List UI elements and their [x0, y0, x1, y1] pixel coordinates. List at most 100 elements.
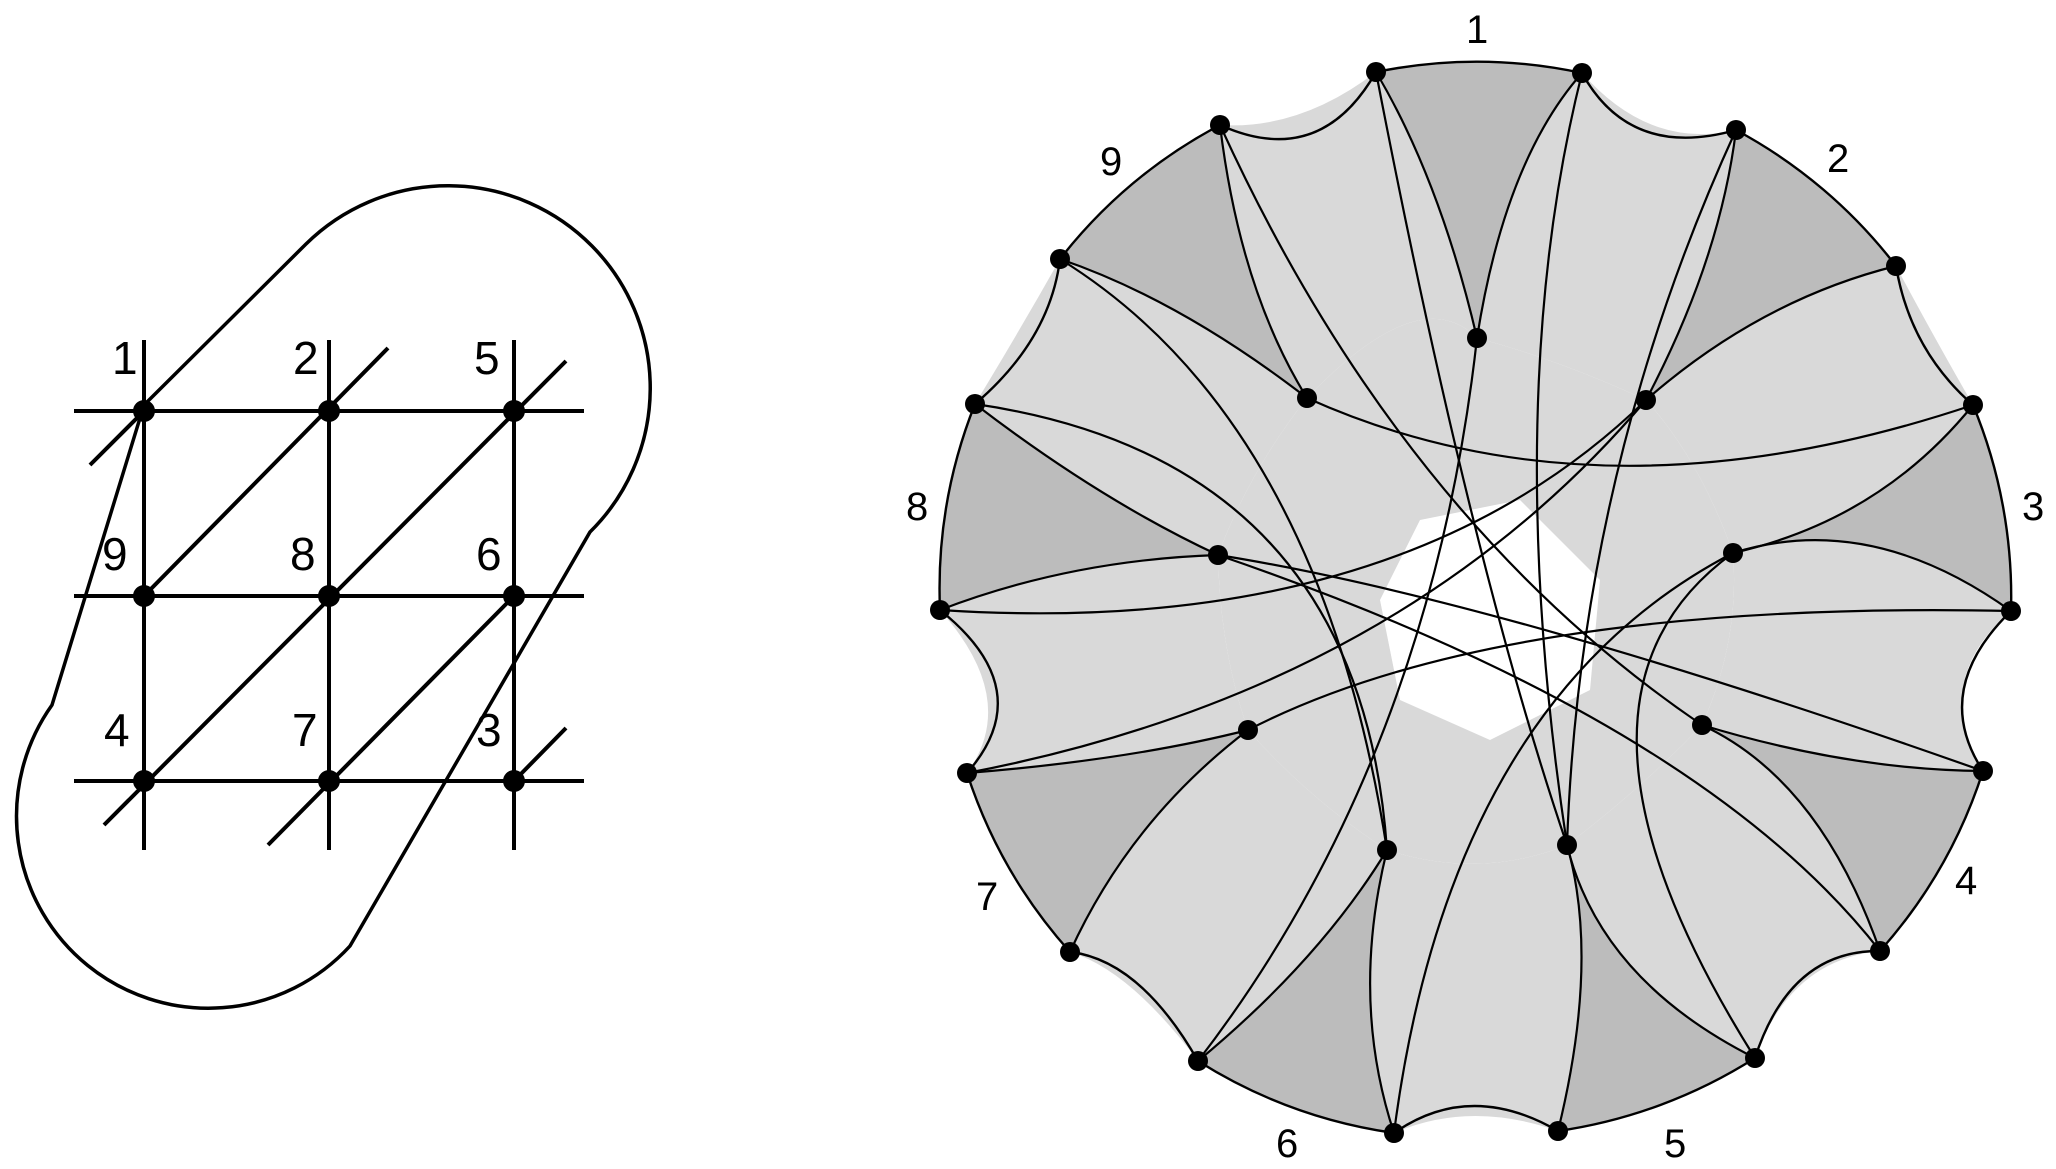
inner-node — [1208, 545, 1228, 565]
grid-label: 8 — [290, 528, 316, 580]
strand-curve — [1059, 258, 1389, 851]
strand-curve — [1375, 71, 1479, 339]
circle-label: 9 — [1100, 140, 1122, 184]
inner-node — [1723, 543, 1743, 563]
dark-region — [1198, 850, 1394, 1133]
dark-region — [1376, 61, 1582, 339]
strand-curve — [1701, 724, 1882, 952]
boundary-scallop — [1894, 265, 1974, 406]
strand-curve — [1565, 844, 1756, 1059]
boundary-arc — [1735, 128, 1897, 267]
strand-curve — [1645, 129, 1738, 401]
circle-strands — [939, 71, 2012, 1134]
grid-label: 5 — [474, 332, 500, 384]
outer-node — [957, 763, 977, 783]
strand-curve — [1068, 729, 1249, 953]
boundary-arc — [1059, 123, 1221, 260]
boundary-arc — [1197, 1059, 1395, 1135]
boundary-arc — [1879, 770, 1985, 952]
circle-nodes — [930, 62, 2021, 1143]
strand-curve — [1217, 553, 1984, 773]
circle-label: 3 — [2022, 485, 2044, 529]
dark-region — [1733, 405, 2012, 611]
outer-node — [1870, 941, 1890, 961]
grid-node — [503, 400, 525, 422]
boundary-arc — [1375, 60, 1583, 75]
grid-label: 6 — [476, 528, 502, 580]
outer-node — [1963, 395, 1983, 415]
dark-region — [1702, 725, 1983, 951]
light-region — [1070, 730, 1387, 1061]
grid-label: 9 — [102, 528, 128, 580]
boundary-scallop — [1219, 71, 1378, 141]
strand-curve — [1218, 124, 1703, 726]
boundary-scallop — [1960, 610, 2012, 772]
outer-node — [2001, 601, 2021, 621]
grid-node — [318, 400, 340, 422]
outer-node — [965, 394, 985, 414]
circle-label: 5 — [1664, 1122, 1686, 1166]
dark-region — [1558, 845, 1755, 1131]
outer-node — [1973, 761, 1993, 781]
strand-curve — [1565, 129, 1737, 846]
outer-node — [1210, 115, 1230, 135]
outer-node — [1745, 1048, 1765, 1068]
inner-node — [1692, 715, 1712, 735]
boundary-arc — [1971, 404, 2013, 612]
boundary-arc — [1557, 1056, 1756, 1133]
light-region — [975, 259, 1307, 555]
strand-curve — [1374, 71, 1569, 846]
grid-node — [133, 585, 155, 607]
strand-curve — [974, 402, 1389, 851]
outer-node — [1548, 1121, 1568, 1141]
strand-curve — [1217, 553, 1881, 952]
grid-labels: 1 2 5 9 8 6 4 7 3 — [102, 332, 502, 756]
grid-label: 1 — [112, 332, 138, 384]
grid-nodes — [133, 400, 525, 792]
circle-boundary — [938, 60, 2013, 1135]
outer-node — [1886, 256, 1906, 276]
strand-curve — [1645, 264, 1897, 401]
strand-curve — [966, 728, 1249, 775]
circle-labels: 1 2 3 4 5 6 7 8 9 — [906, 8, 2044, 1166]
grid-node — [133, 770, 155, 792]
strand-curve — [974, 403, 1219, 556]
grid-label: 2 — [293, 332, 319, 384]
grid-node — [503, 585, 525, 607]
strand-curve — [1732, 539, 2012, 612]
boundary-scallop — [974, 258, 1062, 405]
strand-curve — [1306, 396, 1974, 467]
grid-boundary-curve — [14, 184, 652, 1010]
strand-curve — [1392, 552, 1734, 1134]
circle-label: 2 — [1827, 137, 1849, 181]
strand-curve — [1475, 72, 1583, 339]
center-core-region — [1380, 500, 1600, 740]
circle-label: 7 — [976, 875, 998, 919]
outer-node — [1366, 62, 1386, 82]
strand-curve — [1218, 124, 1308, 399]
grid-label: 3 — [476, 704, 502, 756]
boundary-scallop — [1753, 949, 1881, 1059]
dark-region — [967, 730, 1248, 952]
outer-node — [1572, 63, 1592, 83]
strand-curve — [1197, 337, 1479, 1062]
outer-node — [930, 600, 950, 620]
dark-region — [1646, 130, 1896, 400]
inner-node — [1377, 840, 1397, 860]
boundary-scallop — [939, 609, 999, 774]
light-region — [1646, 266, 1973, 553]
grid-node — [133, 400, 155, 422]
boundary-arc — [938, 403, 977, 611]
strand-curve — [1701, 723, 1984, 773]
grid-node — [318, 770, 340, 792]
outer-node — [1050, 249, 1070, 269]
strand-curve — [1556, 844, 1583, 1132]
circle-label: 8 — [906, 485, 928, 529]
circle-label: 4 — [1955, 859, 1977, 903]
boundary-scallop — [1393, 1104, 1559, 1134]
strand-curve — [1059, 257, 1308, 399]
circle-label: 6 — [1276, 1122, 1298, 1166]
boundary-scallop — [1580, 72, 1737, 139]
circle-label: 1 — [1466, 8, 1488, 52]
